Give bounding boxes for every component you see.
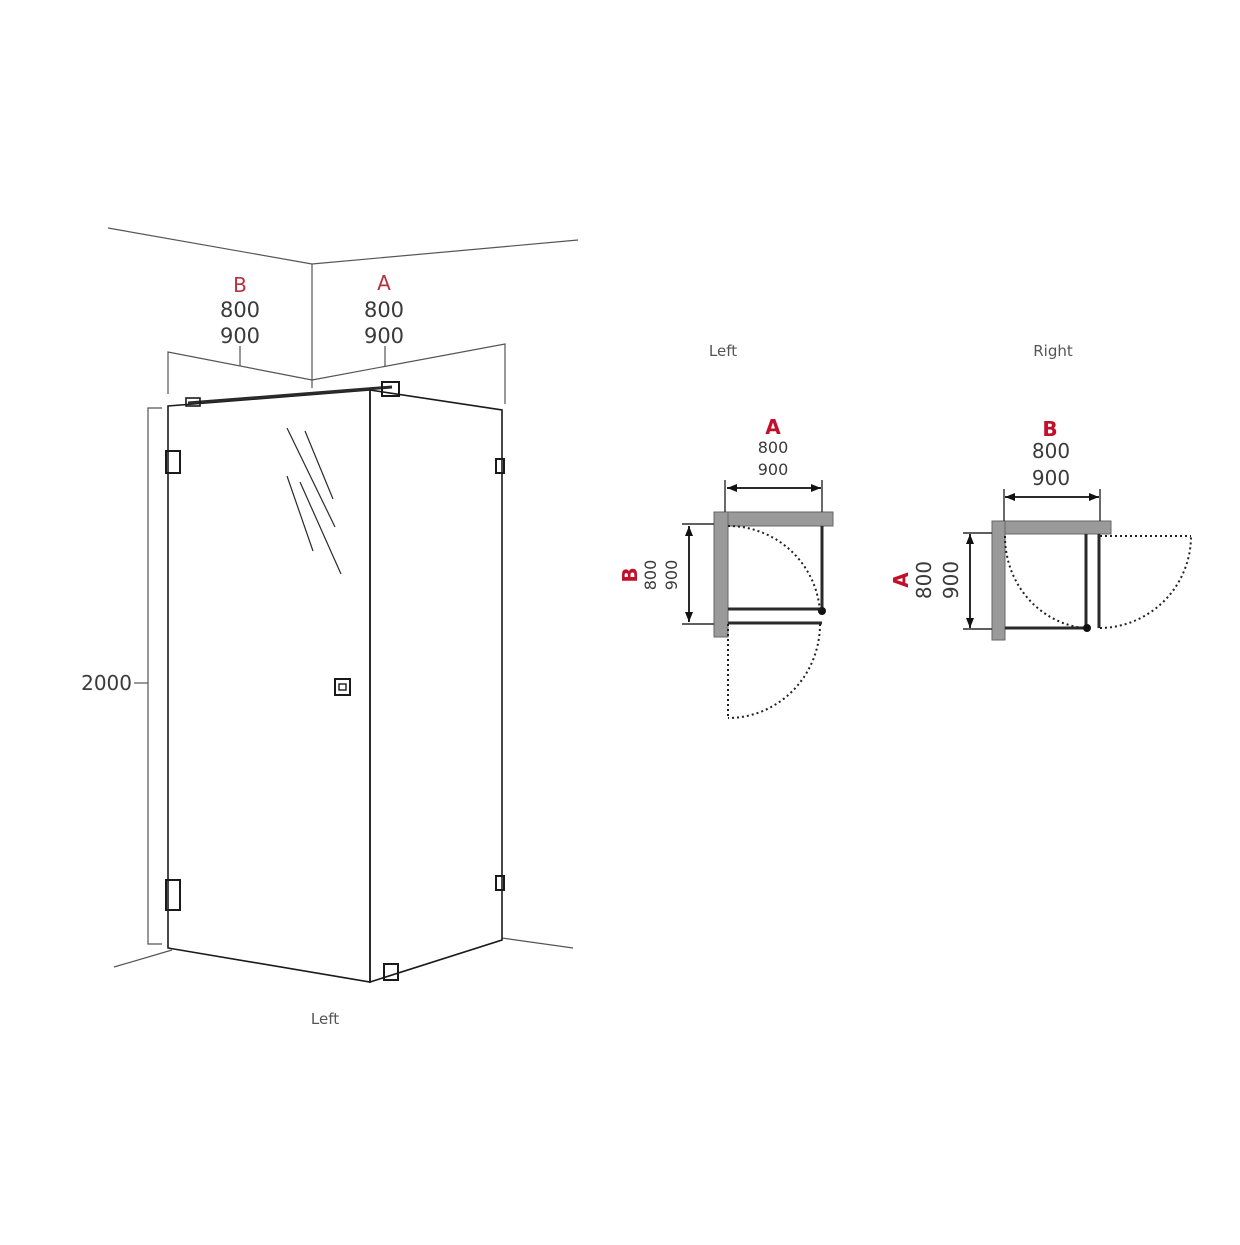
plan-right-top-arrow-r: [1089, 493, 1099, 501]
reflection-line-2: [304, 430, 334, 500]
plan-right-wall-side: [991, 520, 1006, 641]
plan-right-side-size-800: 800: [912, 561, 936, 599]
clamp-bottom-right: [495, 875, 505, 891]
door-knob-icon: [334, 678, 351, 696]
plan-left-side-size-800: 800: [641, 560, 660, 591]
plan-left-top-arrow-r: [811, 484, 821, 492]
plan-right-wall-top: [991, 520, 1112, 535]
perspective-height-label: 2000: [81, 671, 132, 695]
plan-right-side-arrow-t: [966, 534, 974, 544]
plan-right-title: Right: [1033, 342, 1073, 360]
door-hinge-bottom: [165, 879, 181, 911]
floor-line-left: [113, 949, 173, 968]
rail-end-left: [185, 397, 201, 407]
plan-left-top-size-800: 800: [758, 438, 789, 457]
plan-right-top-arrow-l: [1005, 493, 1015, 501]
plan-right-top-letter: B: [1042, 417, 1057, 441]
plan-left-swing-arc-inner: [727, 524, 821, 613]
plan-right-hinge: [1083, 624, 1091, 632]
perspective-a-size-800: 800: [364, 298, 404, 322]
plan-right-top-size-900: 900: [1032, 466, 1070, 490]
wall-line-right: [311, 239, 579, 265]
wall-line-left: [107, 227, 313, 265]
perspective-label-a: A: [377, 271, 391, 295]
perspective-view: B 800 900 A 800 900 2000 Left: [81, 227, 579, 1028]
top-rail: [187, 385, 393, 405]
plan-view-left: Left A 800 900 B 800: [618, 342, 834, 719]
plan-left-side-arrow-b: [685, 612, 693, 622]
plan-right-swing-arc-inner: [1003, 535, 1085, 629]
plan-right-swing-arc-outer: [1099, 535, 1192, 629]
plan-left-side-arrow-t: [685, 526, 693, 536]
perspective-a-size-900: 900: [364, 324, 404, 348]
plan-left-wall-side: [713, 511, 729, 638]
perspective-b-size-900: 900: [220, 324, 260, 348]
reflection-line-1: [286, 427, 336, 528]
glass-side-panel: [369, 389, 503, 984]
plan-left-hinge: [818, 607, 826, 615]
perspective-caption: Left: [311, 1010, 339, 1028]
plan-view-right: Right B 800 900 A 800: [889, 342, 1192, 641]
plan-left-side-size-900: 900: [662, 560, 681, 591]
height-dimension-line: [147, 407, 162, 945]
perspective-label-b: B: [233, 273, 247, 297]
plan-right-side-letter: A: [889, 572, 913, 588]
clamp-top-right: [495, 458, 505, 474]
plan-left-top-letter: A: [765, 415, 781, 439]
plan-left-title: Left: [709, 342, 737, 360]
glass-door-panel: [167, 389, 371, 983]
dimension-bracket-b: [167, 351, 313, 394]
perspective-b-size-800: 800: [220, 298, 260, 322]
plan-left-wall-top: [713, 511, 834, 527]
dimension-bracket-a: [311, 343, 506, 404]
reflection-line-4: [299, 481, 342, 575]
reflection-line-3: [286, 475, 314, 552]
plan-left-top-size-900: 900: [758, 460, 789, 479]
plan-right-top-size-800: 800: [1032, 439, 1070, 463]
plan-right-side-size-900: 900: [939, 561, 963, 599]
plan-left-swing-arc-outer: [727, 623, 821, 719]
corner-bracket-bottom: [383, 963, 399, 981]
plan-right-side-arrow-b: [966, 618, 974, 628]
door-hinge-top: [165, 450, 181, 474]
plan-left-top-arrow-l: [727, 484, 737, 492]
floor-line-right: [501, 937, 574, 949]
corner-bracket-top: [381, 381, 400, 397]
plan-left-side-letter: B: [618, 567, 642, 582]
